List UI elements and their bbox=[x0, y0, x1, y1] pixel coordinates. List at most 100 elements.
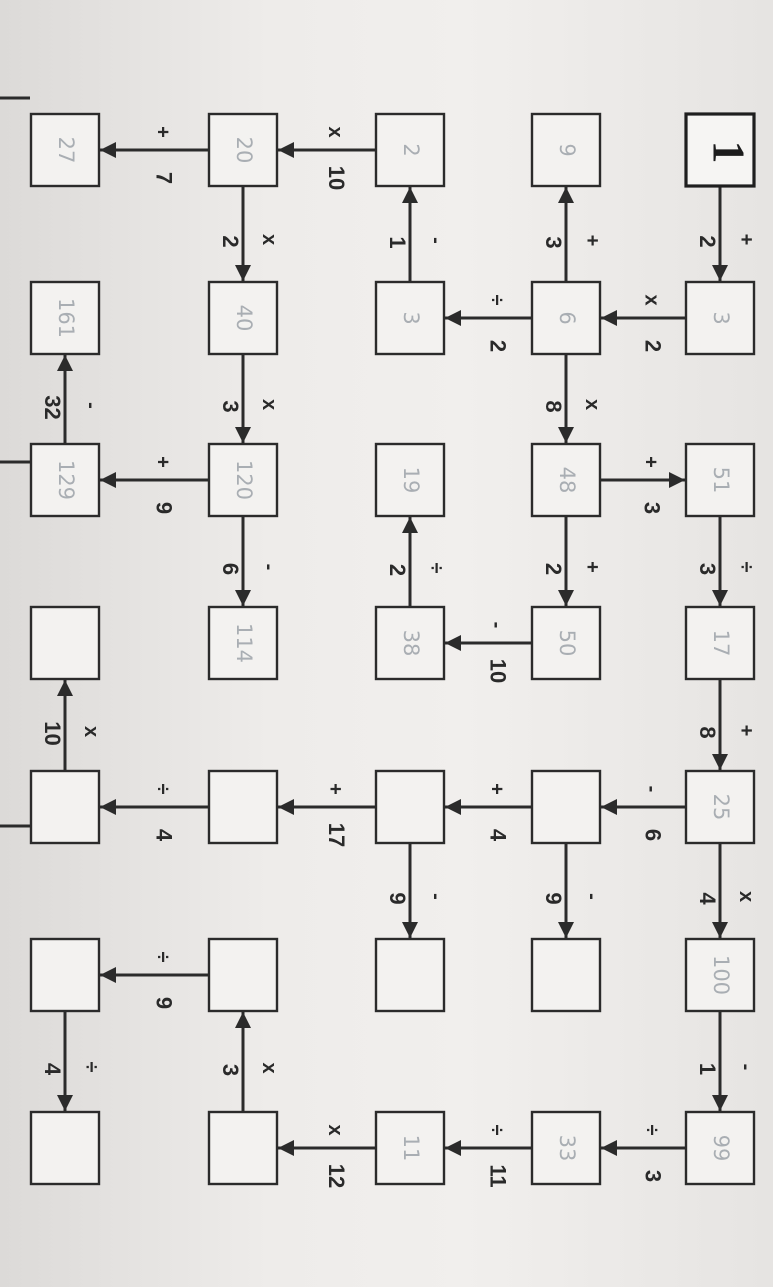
operator-label: - bbox=[641, 786, 663, 793]
operation-link: -9 bbox=[385, 843, 447, 938]
answer-box[interactable]: 9 bbox=[530, 112, 602, 188]
operator-label: ÷ bbox=[486, 1125, 508, 1136]
answer-box[interactable]: 25 bbox=[684, 769, 756, 845]
answer-box[interactable]: 129 bbox=[29, 442, 101, 518]
answer-box-frame bbox=[29, 280, 101, 356]
operation-link: +2 bbox=[541, 516, 603, 606]
answer-box[interactable]: 38 bbox=[374, 605, 446, 681]
operator-label: - bbox=[425, 893, 447, 900]
answer-box[interactable] bbox=[207, 769, 279, 845]
answer-box-frame bbox=[207, 442, 279, 518]
answer-box[interactable] bbox=[207, 1110, 279, 1186]
answer-box[interactable]: 3 bbox=[684, 280, 756, 356]
operand-label: 4 bbox=[486, 829, 511, 842]
arrow-head-icon bbox=[278, 799, 294, 815]
answer-box[interactable] bbox=[29, 769, 101, 845]
pencil-answer: 38 bbox=[399, 630, 423, 657]
answer-box-frame bbox=[29, 442, 101, 518]
arrow-head-icon bbox=[445, 635, 461, 651]
answer-box[interactable]: 120 bbox=[207, 442, 279, 518]
operation-link: +9 bbox=[100, 456, 209, 514]
operation-link: x10 bbox=[40, 680, 102, 771]
operator-label: x bbox=[80, 726, 102, 737]
pencil-answer: 161 bbox=[54, 298, 78, 338]
answer-box[interactable]: 114 bbox=[207, 605, 279, 681]
arrow-head-icon bbox=[669, 472, 685, 488]
pencil-answer: 20 bbox=[232, 137, 256, 164]
answer-box[interactable]: 51 bbox=[684, 442, 756, 518]
operator-label: - bbox=[486, 622, 508, 629]
answer-box[interactable] bbox=[530, 937, 602, 1013]
operation-link: +2 bbox=[695, 186, 757, 281]
answer-box[interactable]: 2 bbox=[374, 112, 446, 188]
answer-box-frame bbox=[684, 769, 756, 845]
answer-box[interactable] bbox=[374, 769, 446, 845]
answer-box-frame bbox=[29, 1110, 101, 1186]
answer-box[interactable]: 27 bbox=[29, 112, 101, 188]
answer-box-frame bbox=[29, 112, 101, 188]
answer-box[interactable]: 6 bbox=[530, 280, 602, 356]
answer-box[interactable]: 99 bbox=[684, 1110, 756, 1186]
arrow-head-icon bbox=[712, 1095, 728, 1111]
operand-label: 3 bbox=[218, 400, 243, 412]
answer-box[interactable] bbox=[207, 937, 279, 1013]
answer-box[interactable]: 20 bbox=[207, 112, 279, 188]
arrow-head-icon bbox=[712, 922, 728, 938]
answer-box-frame bbox=[530, 442, 602, 518]
answer-box-frame bbox=[530, 112, 602, 188]
answer-box-frame bbox=[374, 1110, 446, 1186]
operand-label: 7 bbox=[152, 172, 177, 184]
arrow-head-icon bbox=[57, 680, 73, 696]
answer-box[interactable]: 48 bbox=[530, 442, 602, 518]
operation-link: +8 bbox=[695, 679, 757, 770]
pencil-answer: 6 bbox=[555, 311, 579, 324]
pencil-answer: 19 bbox=[399, 467, 423, 494]
operator-label: + bbox=[735, 234, 757, 246]
arrow-head-icon bbox=[402, 517, 418, 533]
answer-box[interactable]: 161 bbox=[29, 280, 101, 356]
answer-box[interactable] bbox=[29, 605, 101, 681]
answer-box[interactable] bbox=[29, 1110, 101, 1186]
operation-link: +7 bbox=[100, 126, 209, 184]
arrow-head-icon bbox=[558, 187, 574, 203]
arrow-head-icon bbox=[712, 265, 728, 281]
arrow-head-icon bbox=[235, 265, 251, 281]
answer-box[interactable]: 100 bbox=[684, 937, 756, 1013]
answer-box-frame bbox=[374, 937, 446, 1013]
operator-label: - bbox=[735, 1064, 757, 1071]
pencil-answer: 17 bbox=[709, 630, 733, 657]
answer-box-frame bbox=[207, 280, 279, 356]
pencil-answer: 114 bbox=[232, 623, 256, 663]
answer-box[interactable]: 50 bbox=[530, 605, 602, 681]
operator-label: ÷ bbox=[152, 952, 174, 963]
answer-box-frame bbox=[530, 605, 602, 681]
answer-box[interactable]: 33 bbox=[530, 1110, 602, 1186]
answer-box[interactable] bbox=[29, 937, 101, 1013]
pencil-answer: 48 bbox=[555, 467, 579, 494]
answer-box[interactable]: 40 bbox=[207, 280, 279, 356]
answer-box-frame bbox=[684, 1110, 756, 1186]
operation-link: x2 bbox=[218, 186, 280, 281]
arrow-head-icon bbox=[601, 799, 617, 815]
answer-box[interactable]: 3 bbox=[374, 280, 446, 356]
answer-box[interactable] bbox=[530, 769, 602, 845]
answer-box-frame bbox=[207, 605, 279, 681]
answer-box-frame bbox=[207, 1110, 279, 1186]
operation-link: x4 bbox=[695, 843, 757, 938]
arrow-head-icon bbox=[402, 187, 418, 203]
arrow-head-icon bbox=[402, 922, 418, 938]
operand-label: 11 bbox=[486, 1164, 511, 1187]
answer-box[interactable]: 19 bbox=[374, 442, 446, 518]
start-box[interactable]: 1 bbox=[684, 112, 756, 188]
arrow-head-icon bbox=[100, 799, 116, 815]
answer-box[interactable]: 17 bbox=[684, 605, 756, 681]
answer-box-frame bbox=[29, 605, 101, 681]
operator-label: - bbox=[80, 402, 102, 409]
operation-link: x12 bbox=[278, 1124, 376, 1188]
pencil-answer: 129 bbox=[54, 460, 78, 500]
pencil-answer: 99 bbox=[709, 1135, 733, 1162]
answer-box[interactable] bbox=[374, 937, 446, 1013]
arrow-head-icon bbox=[445, 799, 461, 815]
answer-box[interactable]: 11 bbox=[374, 1110, 446, 1186]
operation-link: ÷ 11 bbox=[445, 1125, 532, 1188]
